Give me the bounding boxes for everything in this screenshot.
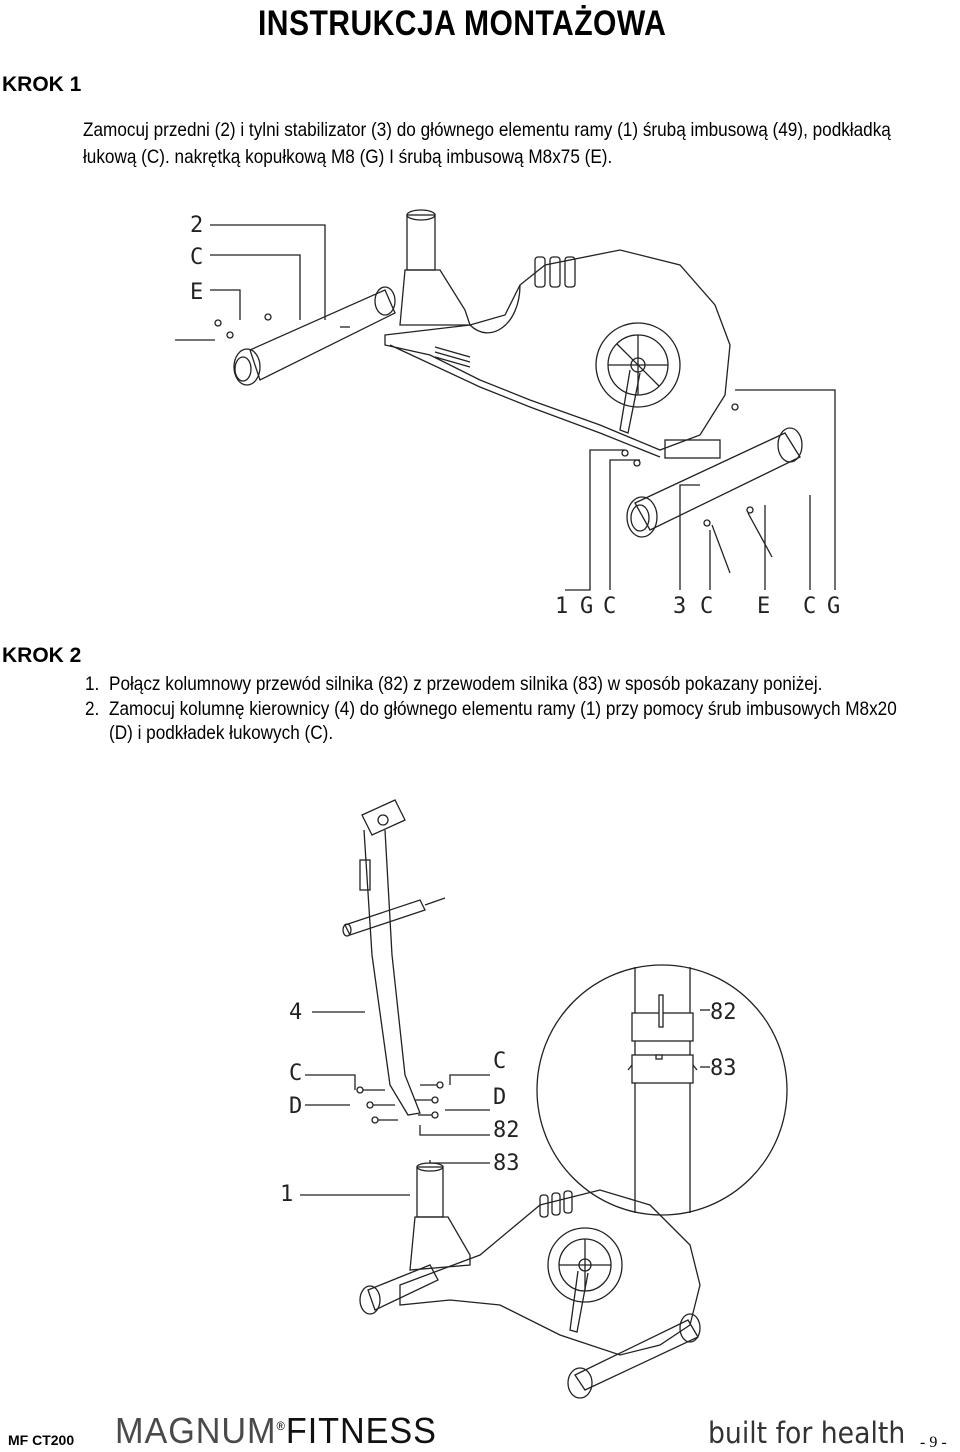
brand-part1: MAGNUM [115,1410,277,1451]
label-g: G [827,594,840,619]
label-c: C [289,1061,302,1086]
label-2: 2 [190,213,203,238]
page-title: INSTRUKCJA MONTAŻOWA [258,4,667,43]
label-g: G [580,594,593,619]
label-c: C [603,594,616,619]
label-c: C [190,245,203,270]
label-4: 4 [289,1000,302,1025]
detail-label-82: 82 [710,1000,737,1025]
step1-text-line1: Zamocuj przedni (2) i tylni stabilizator… [83,119,891,141]
step2-item1-text: Połącz kolumnowy przewód silnika (82) z … [109,673,823,695]
brand-registered: ® [276,1419,286,1433]
brand-part2: FITNESS [285,1410,437,1451]
label-e: E [190,280,203,305]
slogan: built for health [708,1416,906,1450]
page-number: - 9 - [920,1434,947,1451]
label-83: 83 [493,1151,520,1176]
brand-logo: MAGNUM®FITNESS [115,1410,437,1452]
step2-item1-num: 1. [85,673,100,695]
step1-heading: KROK 1 [2,73,82,96]
label-3: 3 [673,594,686,619]
step2-item2-text: Zamocuj kolumnę kierownicy (4) do główne… [109,698,897,720]
step2-item2-num: 2. [85,698,100,720]
step1-text-line2: łukową (C). nakrętką kopułkową M8 (G) I … [83,146,613,168]
step1-assembly-diagram: 2 C E 1 G C 3 C E C G [175,209,840,619]
label-c: C [803,594,816,619]
model-code: MF CT200 [8,1432,75,1448]
label-c: C [493,1049,506,1074]
label-d: D [289,1094,302,1119]
label-c: C [700,594,713,619]
detail-label-83: 83 [710,1056,737,1081]
step2-assembly-diagram: 4 C D 1 C D 82 83 82 83 [280,799,788,1399]
step2-item2-text-cont: (D) i podkładek łukowych (C). [109,722,334,744]
label-1: 1 [555,594,568,619]
label-82: 82 [493,1118,520,1143]
label-d: D [493,1085,506,1110]
label-e: E [757,594,770,619]
label-1: 1 [280,1182,293,1207]
step2-heading: KROK 2 [2,644,82,667]
